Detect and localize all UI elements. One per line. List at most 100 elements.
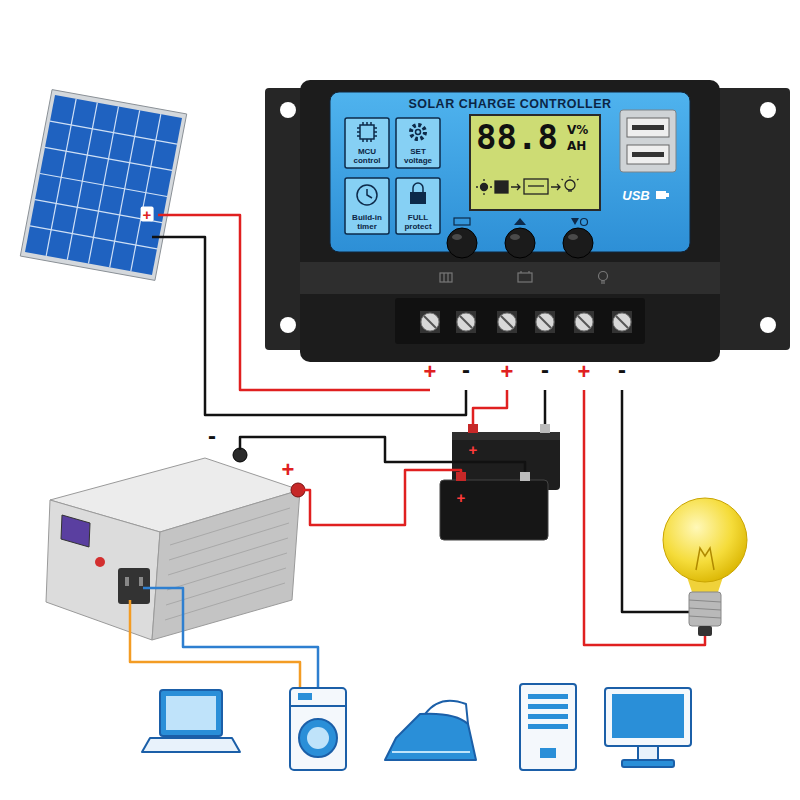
- appliance-icons-part: [290, 688, 346, 770]
- function-tiles-part-part: [357, 122, 377, 142]
- charge-controller-part: [760, 102, 776, 118]
- charge-controller-part: [760, 317, 776, 333]
- appliance-icons-part: [385, 714, 476, 760]
- lcd-reading: 88.8: [476, 120, 558, 154]
- terminal-screws-part: [574, 311, 594, 333]
- appliance-icons-part: [622, 760, 674, 767]
- lcd-icons-part: [483, 179, 484, 181]
- terminal-symbols-part: [447, 273, 448, 282]
- charge-controller-part: [470, 115, 600, 210]
- terminal-symbols-part: [520, 271, 521, 273]
- light-bulb-part: [698, 626, 712, 636]
- solar-panel-part: [20, 90, 186, 281]
- function-tile: Build-in timer: [345, 178, 389, 234]
- push-buttons-part: [581, 219, 588, 226]
- usb-ports-part: [632, 125, 664, 130]
- function-tiles-part-part: [357, 185, 377, 205]
- inverter-part-part: [167, 553, 287, 590]
- battery-sign: +: [457, 490, 466, 505]
- appliance-icons-part: [528, 704, 568, 709]
- tile-label: MCU control: [346, 148, 388, 165]
- inverter-part: [233, 448, 247, 462]
- wires-part: [622, 390, 689, 612]
- terminal-screws-part: [536, 313, 554, 331]
- light-bulb-part: [689, 592, 721, 626]
- lcd-icons-part: [511, 184, 520, 190]
- terminal-screws-part: [456, 311, 476, 333]
- function-tile: FULL protect: [396, 178, 440, 234]
- inverter-sign: +: [282, 459, 295, 481]
- battery-part: [520, 472, 530, 481]
- function-tiles-part: [345, 118, 389, 168]
- lcd-icons-part: [565, 180, 575, 190]
- terminal-symbols: [440, 271, 608, 283]
- appliance-icons-part: [612, 694, 684, 738]
- appliance-icons-part: [160, 690, 222, 736]
- lcd-icons-part: [577, 179, 579, 180]
- appliance-icons: [142, 684, 691, 770]
- tile-label: SET voltage: [397, 148, 439, 165]
- terminal-symbols-part: [440, 273, 452, 282]
- solar-panel-part: [40, 174, 167, 197]
- function-tiles: [345, 118, 440, 234]
- appliance-icons-part: [528, 724, 568, 729]
- usb-ports-part: [627, 145, 669, 164]
- battery: [440, 424, 560, 540]
- push-buttons-part: [454, 218, 470, 225]
- inverter-part: [139, 577, 143, 586]
- tile-label: Build-in timer: [346, 214, 388, 231]
- push-buttons-part: [568, 234, 578, 240]
- push-buttons-part: [505, 228, 535, 258]
- terminal-symbols-part: [518, 273, 532, 282]
- terminal-sign: +: [501, 361, 514, 383]
- controller-face: SOLAR CHARGE CONTROLLER88.8V%AHMCU contr…: [330, 92, 690, 252]
- function-tiles-part-part: [411, 125, 425, 139]
- terminal-symbols-part: [443, 273, 444, 282]
- inverter-wires-part: [130, 600, 300, 688]
- light-bulb-part: [689, 608, 721, 610]
- terminal-symbols-part: [528, 271, 529, 273]
- terminal-sign: +: [424, 361, 437, 383]
- inverter-wires-part: [143, 588, 318, 688]
- terminal-screws-part: [498, 313, 516, 331]
- lcd-unit: V%: [567, 123, 588, 137]
- terminal-screws-part: [497, 311, 517, 333]
- push-buttons-part: [514, 218, 526, 225]
- terminal-sign: +: [578, 361, 591, 383]
- terminal-screws-part: [424, 316, 436, 328]
- push-buttons-part: [571, 218, 579, 225]
- appliance-icons-part: [528, 694, 568, 699]
- terminal-symbols-part: [601, 282, 605, 283]
- light-bulb-part: [696, 548, 714, 570]
- terminal-screws: [420, 311, 632, 333]
- battery-sign: +: [469, 442, 478, 457]
- function-tiles-part: [396, 178, 440, 234]
- lcd-icons-part: [528, 185, 544, 186]
- function-tiles-part: [345, 178, 389, 234]
- lcd-icons: [476, 176, 579, 195]
- lcd-icons-part: [483, 193, 484, 195]
- appliance-icons-part: [392, 751, 470, 753]
- appliance-icons-part: [142, 738, 240, 752]
- charge-controller-part: [300, 80, 720, 362]
- lcd-unit: AH: [567, 139, 586, 153]
- lcd-icons-part: [490, 186, 492, 187]
- terminal-sign: -: [618, 358, 626, 382]
- terminal-screws-part: [539, 316, 551, 328]
- appliance-icons-part: [638, 746, 658, 760]
- battery-part: [440, 480, 548, 540]
- inverter-part: [125, 577, 129, 586]
- appliance-icons-part: [298, 693, 312, 700]
- inverter-part: [61, 515, 90, 547]
- function-tiles-part-part: [367, 189, 372, 198]
- push-buttons-part: [447, 228, 477, 258]
- terminal-symbols-part: [599, 272, 608, 281]
- solar-panel-part: [35, 200, 162, 223]
- wires-part: [473, 390, 507, 424]
- function-tiles-part-part: [413, 183, 423, 192]
- inverter-part: [118, 568, 150, 604]
- function-tiles-part: [410, 192, 426, 204]
- inverter-part-part: [168, 538, 288, 575]
- terminal-sign: -: [462, 358, 470, 382]
